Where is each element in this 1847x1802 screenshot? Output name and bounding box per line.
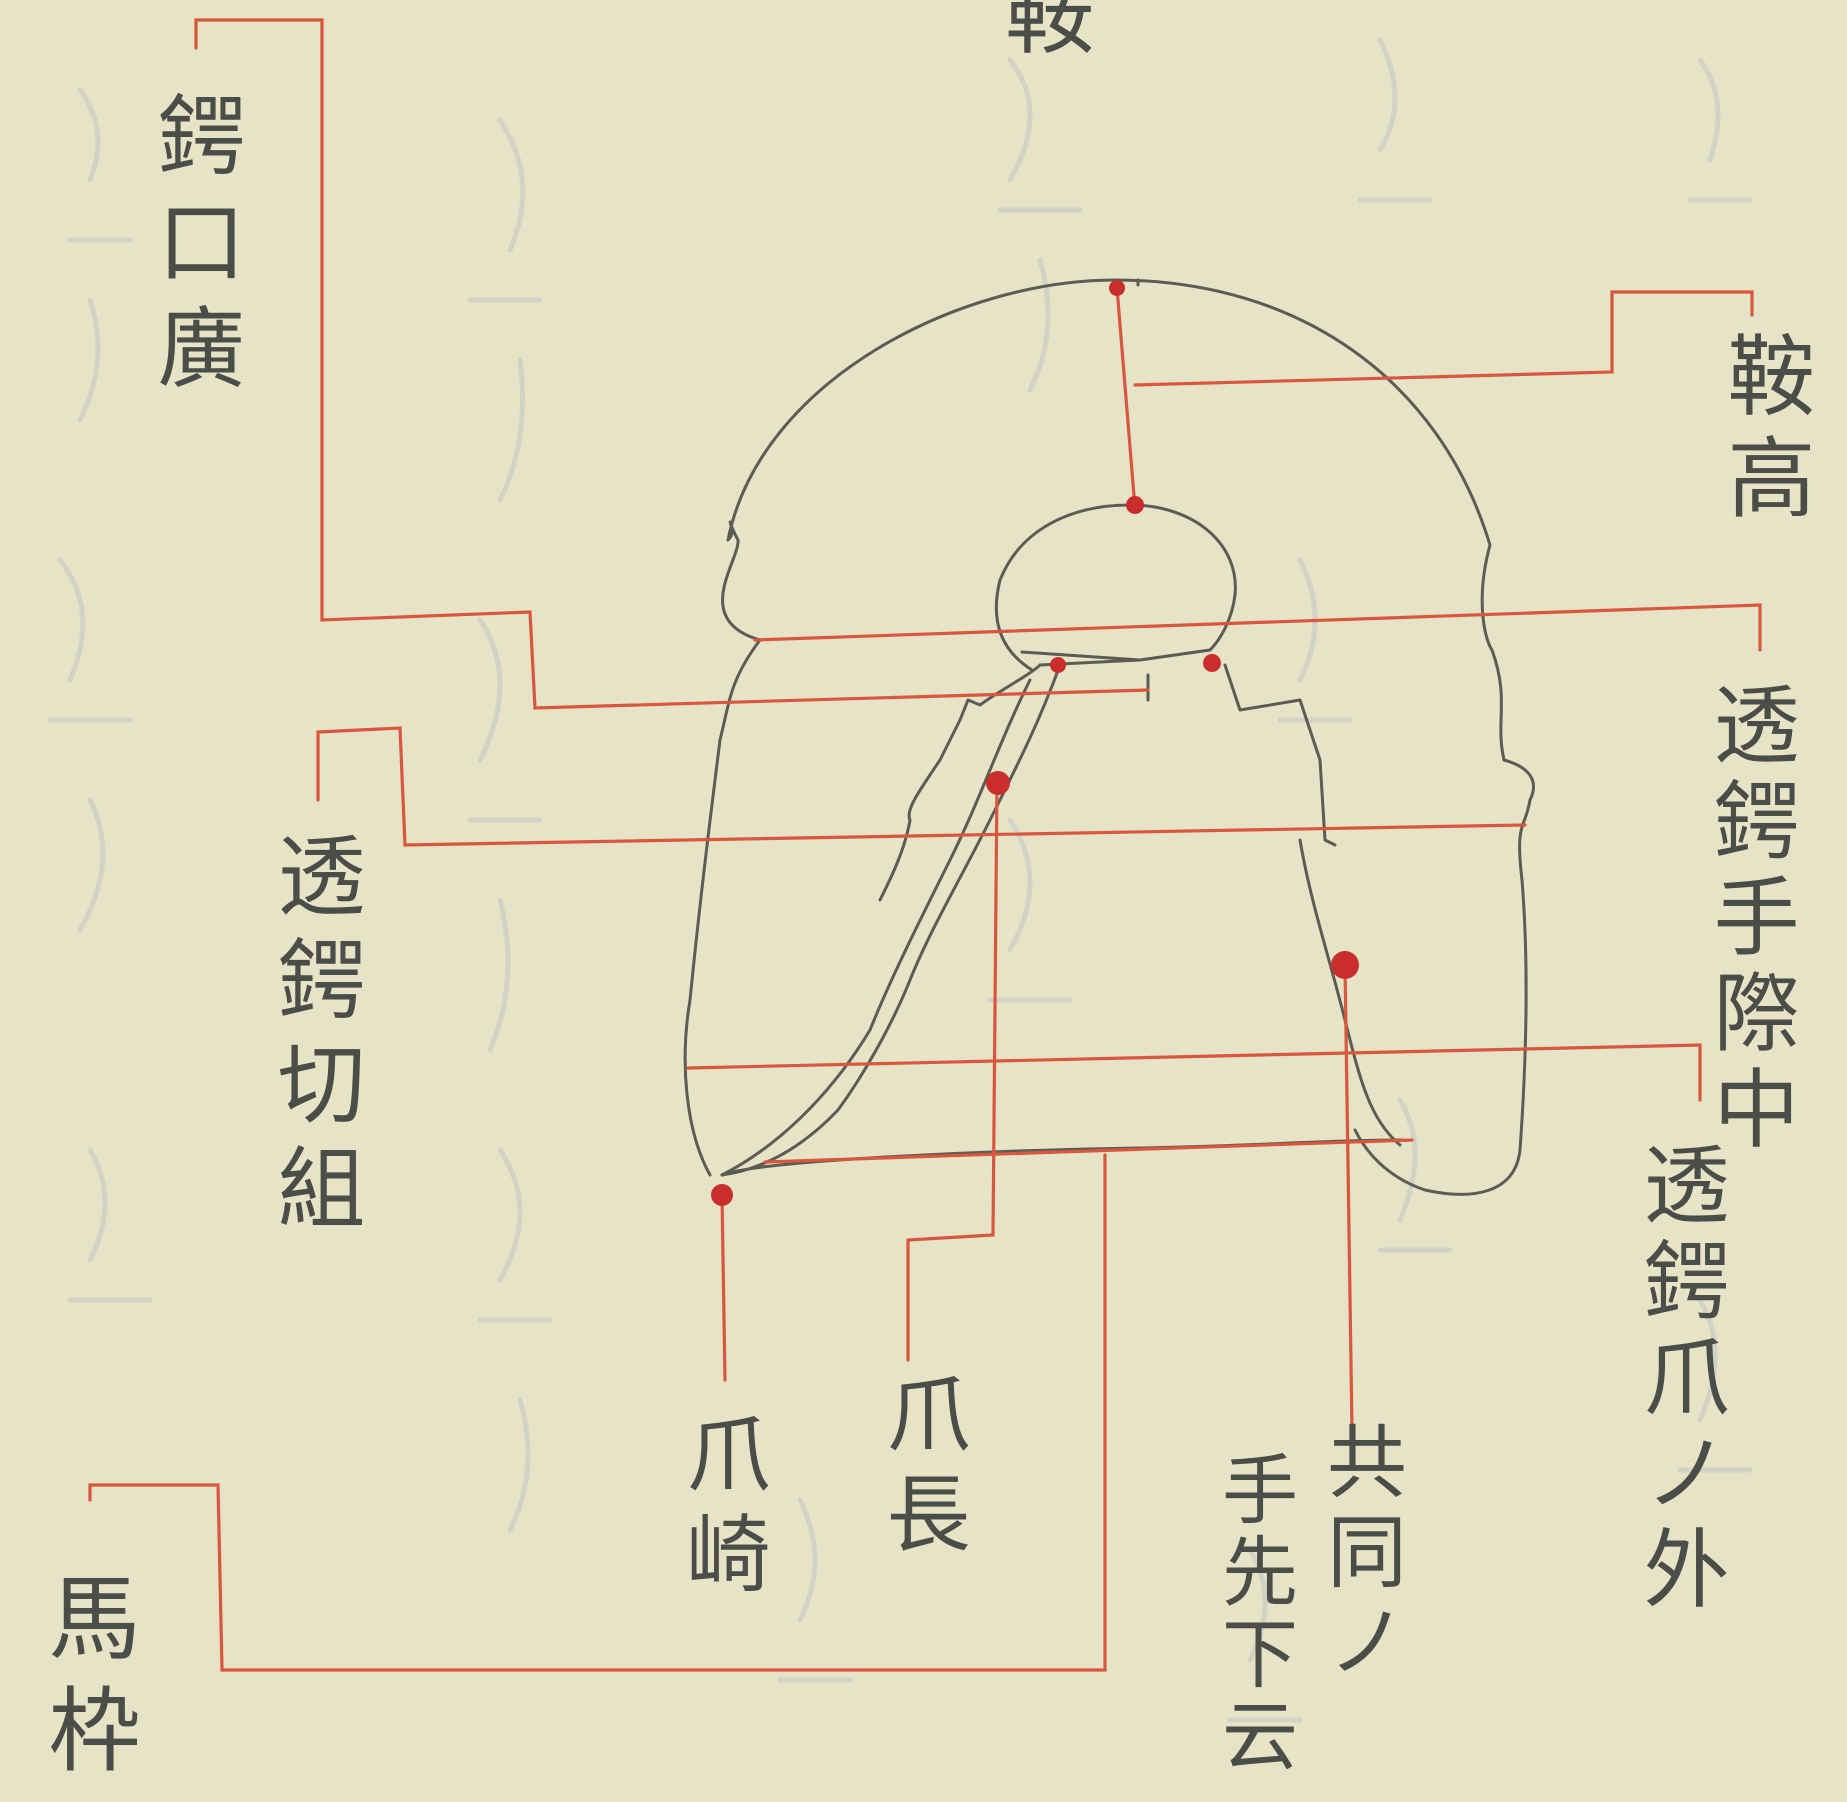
label-saddle-height: 鞍高 [1713,330,1816,534]
marker-dots [711,280,1359,1206]
inner-strap [878,663,1042,902]
label-horse-frame: 馬枠 [33,1570,140,1794]
hook [1020,648,1212,667]
stirrup-outline [683,278,1535,1196]
saddle-arch [721,278,1535,882]
dot-inner-top [1126,496,1144,514]
dot-hook-left [1050,657,1066,673]
label-finger-tip-lower: 手先下云 [1209,1450,1298,1778]
left-wall [683,638,762,1177]
blade-inner [720,678,1032,1177]
leader-same-length [1343,963,1354,1432]
right-wall [1353,878,1528,1196]
dot-same-length [1331,951,1359,979]
dot-top [1109,280,1125,296]
bleed-through-texture [47,37,1753,1723]
leader-claw-tip [720,1193,727,1382]
leader-openwork-left [316,726,1527,847]
leader-top-line [753,603,1762,652]
label-mouth-width: 鍔口廣 [143,90,246,408]
leader-toe [763,1138,1414,1164]
label-claw-tip: 爪崎 [673,1410,771,1610]
label-openwork-right-middle: 透鍔手際中 [1698,680,1798,1160]
leader-top-vertical [1115,286,1137,510]
leader-lines [88,18,1762,1672]
leader-claw-length [906,780,999,1362]
dot-claw-tip [711,1184,733,1206]
leader-openwork-right-bar [686,1043,1702,1102]
blade [720,663,1062,1177]
dot-claw-length [986,771,1010,795]
label-claw-length: 爪長 [873,1370,971,1570]
leader-horse-frame [88,1153,1107,1672]
label-openwork-claw-outside: 透鍔爪ノ外 [1628,1140,1728,1620]
inner-loop [994,503,1237,672]
label-top: 鞍 [1005,0,1099,67]
dot-hook-right [1203,654,1221,672]
right-step [1223,663,1402,1147]
label-openwork-left: 透鍔切組 [263,830,366,1246]
leader-mouth-width [194,18,1150,710]
label-same-length: 共同ノ [1314,1420,1407,1690]
leader-saddle-height [1133,290,1754,387]
